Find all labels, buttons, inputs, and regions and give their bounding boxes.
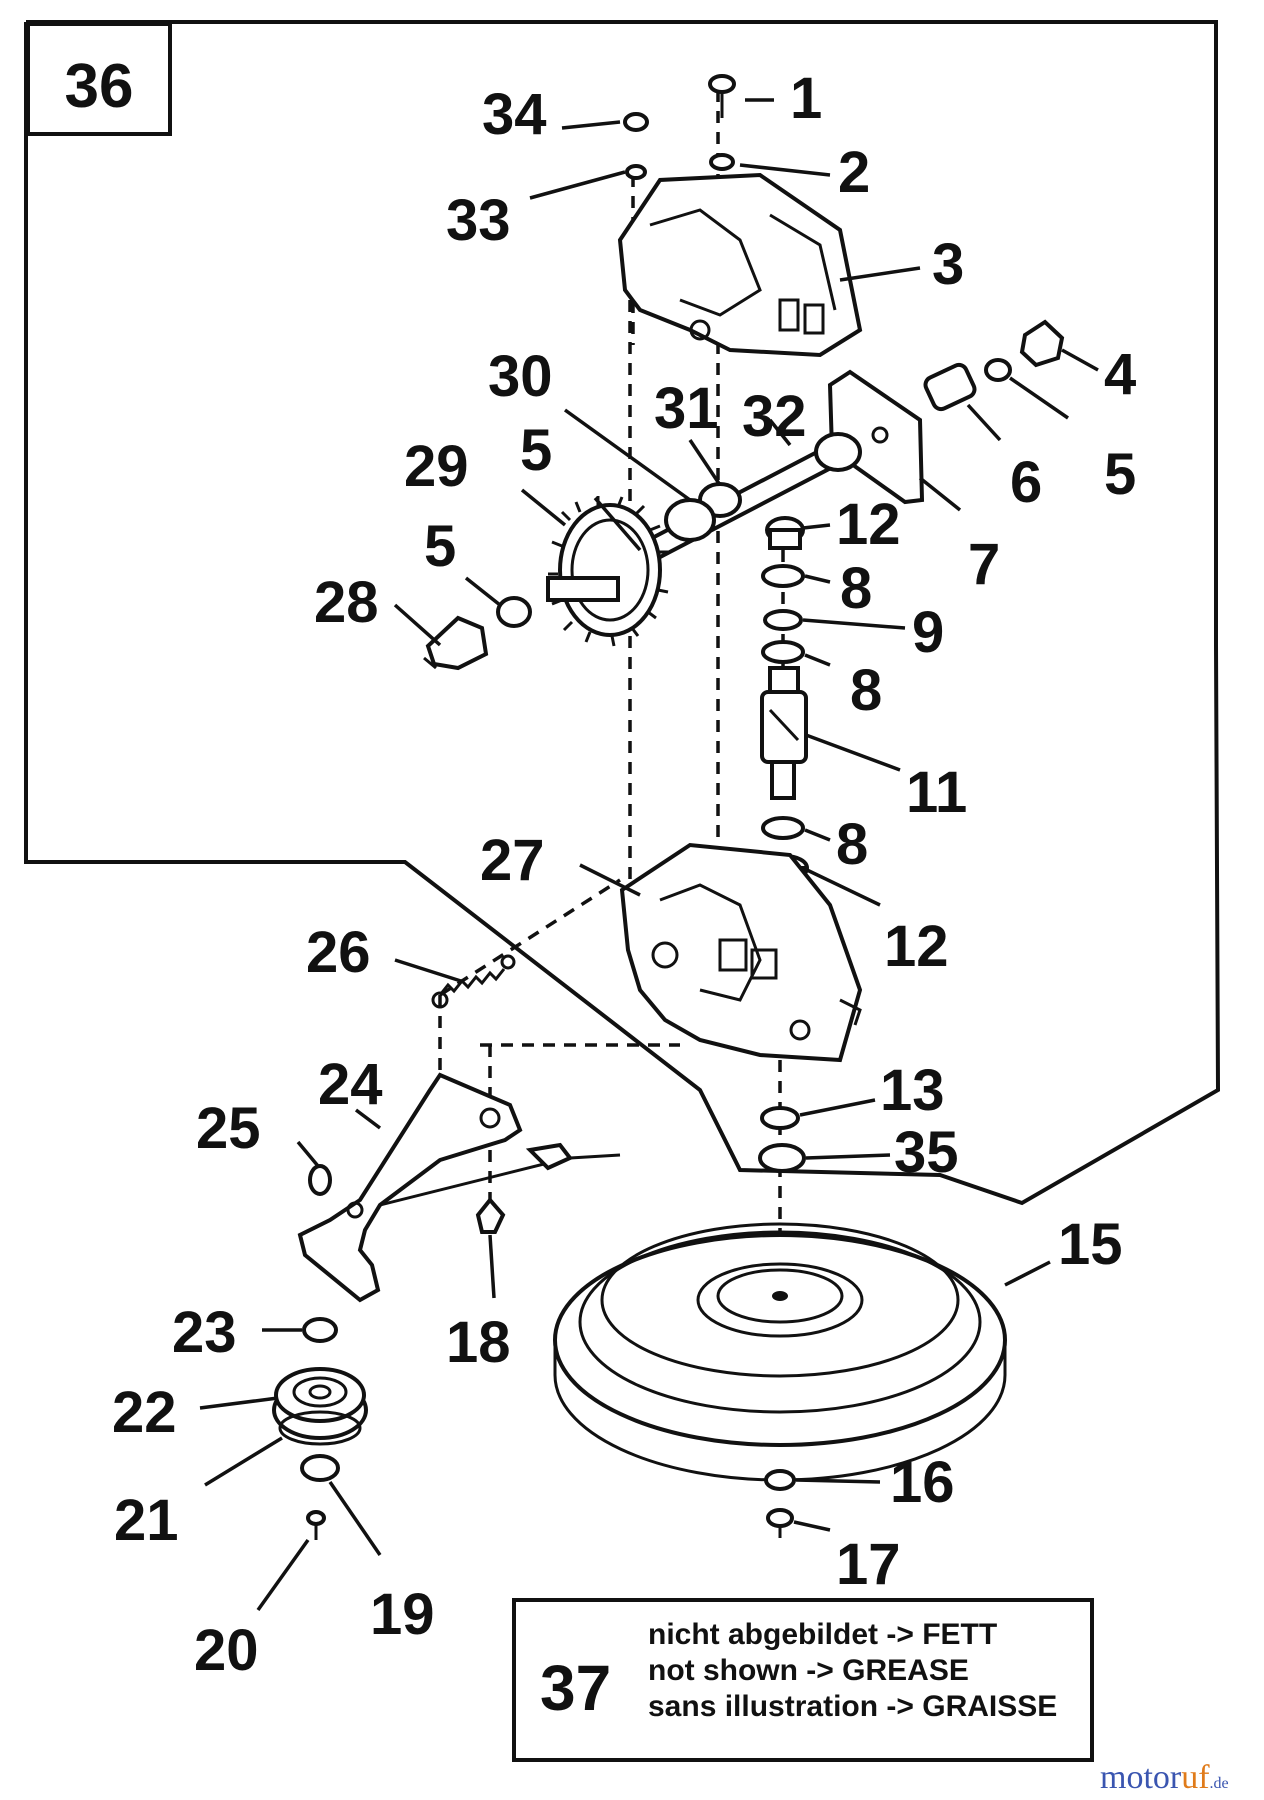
part-washer-8-a bbox=[761, 564, 805, 588]
callout-5-d: 5 bbox=[424, 514, 456, 579]
callout-4: 4 bbox=[1104, 342, 1136, 407]
part-bushing-12-top bbox=[765, 516, 805, 550]
callout-31: 31 bbox=[654, 376, 719, 441]
callout-9: 9 bbox=[912, 600, 944, 665]
leader-lines bbox=[199, 98, 1099, 1612]
part-main-pulley-15 bbox=[553, 1222, 1007, 1482]
callout-2: 2 bbox=[838, 140, 870, 205]
note-line-de: nicht abgebildet -> FETT bbox=[648, 1618, 997, 1651]
part-washer-8-b bbox=[761, 640, 805, 664]
callout-27: 27 bbox=[480, 828, 545, 893]
note-line-fr: sans illustration -> GRAISSE bbox=[648, 1690, 1057, 1723]
callout-26: 26 bbox=[306, 920, 371, 985]
watermark-suffix: .de bbox=[1210, 1775, 1229, 1792]
part-washer-5-right bbox=[984, 358, 1012, 382]
note-box: 37 nicht abgebildet -> FETT not shown ->… bbox=[512, 1598, 1094, 1762]
callout-20: 20 bbox=[194, 1618, 259, 1683]
part-washer-19 bbox=[300, 1454, 340, 1482]
watermark-part2: uf bbox=[1181, 1759, 1210, 1796]
callout-12-a: 12 bbox=[836, 492, 901, 557]
callout-25: 25 bbox=[196, 1096, 261, 1161]
callout-labels: 1 2 3 4 5 6 5 7 12 8 9 8 11 8 12 32 31 3… bbox=[112, 66, 1136, 1683]
callout-7: 7 bbox=[968, 532, 1000, 597]
callout-8-b: 8 bbox=[850, 658, 882, 723]
part-bearing-21 bbox=[278, 1410, 362, 1446]
part-idler-arm-24 bbox=[297, 1072, 621, 1303]
callout-6: 6 bbox=[1010, 450, 1042, 515]
part-bolt-20 bbox=[306, 1510, 326, 1540]
svg-text:motoruf.de: motoruf.de bbox=[1100, 1759, 1229, 1796]
callout-5-a: 5 bbox=[1104, 442, 1136, 507]
callout-8-c: 8 bbox=[836, 812, 868, 877]
callout-30: 30 bbox=[488, 344, 553, 409]
part-nut-25 bbox=[308, 1164, 332, 1196]
part-idler-pulley-22 bbox=[272, 1367, 368, 1440]
part-worm-shaft-11 bbox=[760, 666, 808, 800]
part-bolt-17 bbox=[766, 1508, 794, 1538]
part-washer-2 bbox=[709, 153, 735, 171]
part-screw-1 bbox=[708, 74, 736, 118]
callout-23: 23 bbox=[172, 1300, 237, 1365]
callout-34: 34 bbox=[482, 82, 547, 147]
callout-28: 28 bbox=[314, 570, 379, 635]
group-number: 36 bbox=[65, 52, 134, 121]
callout-32: 32 bbox=[742, 384, 807, 449]
part-washer-16 bbox=[764, 1469, 796, 1491]
callout-12-b: 12 bbox=[884, 914, 949, 979]
callout-29: 29 bbox=[404, 434, 469, 499]
part-housing-lower-27 bbox=[619, 842, 863, 1063]
part-washer-13 bbox=[760, 1106, 800, 1130]
part-washer-35 bbox=[758, 1143, 806, 1173]
part-washer-8-c bbox=[761, 816, 805, 840]
group-outline bbox=[24, 20, 1221, 1206]
callout-22: 22 bbox=[112, 1380, 177, 1445]
part-bushing-6 bbox=[923, 362, 977, 412]
part-spring-26 bbox=[431, 954, 516, 1009]
part-housing-upper-3 bbox=[617, 172, 863, 358]
callout-3: 3 bbox=[932, 232, 964, 297]
part-washer-23 bbox=[302, 1317, 338, 1343]
note-line-en: not shown -> GREASE bbox=[648, 1654, 969, 1687]
callout-11: 11 bbox=[906, 760, 967, 825]
part-washer-33 bbox=[625, 164, 647, 180]
callout-19: 19 bbox=[370, 1582, 435, 1647]
callout-15: 15 bbox=[1058, 1212, 1123, 1277]
part-sleeve-30 bbox=[664, 498, 716, 542]
watermark: motoruf.de bbox=[1100, 1759, 1229, 1796]
callout-35: 35 bbox=[894, 1120, 959, 1185]
group-number-box bbox=[26, 22, 172, 136]
callout-33: 33 bbox=[446, 188, 511, 253]
callout-18: 18 bbox=[446, 1310, 511, 1375]
callout-5-c: 5 bbox=[520, 418, 552, 483]
watermark-part1: motor bbox=[1100, 1759, 1182, 1796]
part-gear-29 bbox=[546, 496, 669, 647]
callout-17: 17 bbox=[836, 1532, 901, 1597]
part-nut-4 bbox=[1019, 319, 1065, 368]
part-clip-9 bbox=[763, 609, 803, 631]
callout-21: 21 bbox=[114, 1488, 179, 1553]
note-number: 37 bbox=[540, 1652, 611, 1724]
part-bushing-28 bbox=[423, 615, 489, 671]
part-fastener-34 bbox=[623, 112, 649, 132]
callout-16: 16 bbox=[890, 1450, 955, 1515]
part-bolt-18 bbox=[475, 1196, 506, 1234]
callout-13: 13 bbox=[880, 1058, 945, 1123]
callout-24: 24 bbox=[318, 1052, 383, 1117]
part-washer-5-left bbox=[496, 596, 532, 628]
callout-8-a: 8 bbox=[840, 556, 872, 621]
callout-1: 1 bbox=[790, 66, 822, 131]
